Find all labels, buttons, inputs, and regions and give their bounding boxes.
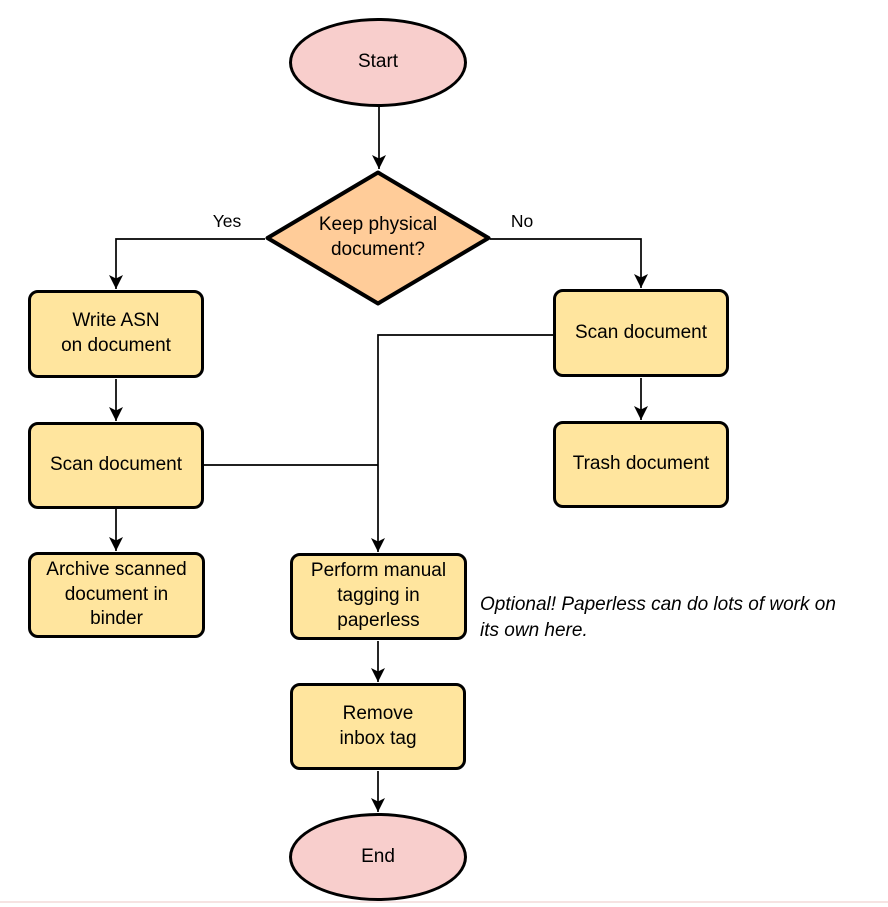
optional-note: Optional! Paperless can do lots of work …	[480, 594, 836, 641]
scan-document-right-node: Scan document	[553, 289, 729, 377]
scan-document-right-label: Scan document	[574, 321, 708, 343]
diamond-shape	[265, 170, 491, 306]
decision-label: Keep physical document?	[318, 214, 438, 260]
scan-document-left-label: Scan document	[49, 454, 183, 476]
remove-inbox-label: Remove inbox tag	[339, 702, 417, 749]
start-label: Start	[357, 51, 399, 73]
edge-decision-writeasn	[109, 238, 265, 289]
edge-label-yes: Yes	[212, 211, 242, 231]
decision-node: Keep physical document?	[265, 170, 491, 306]
write-asn-node: Write ASN on document	[28, 290, 204, 378]
canvas-bottom-line	[0, 901, 888, 903]
archive-label: Archive scanned document in binder	[46, 558, 187, 630]
end-node: End	[289, 813, 467, 901]
trash-label: Trash document	[572, 453, 710, 475]
edge-scanright-tagging	[371, 334, 553, 552]
tagging-node: Perform manual tagging in paperless	[290, 553, 467, 640]
trash-node: Trash document	[553, 421, 729, 508]
write-asn-label: Write ASN on document	[61, 310, 171, 356]
remove-inbox-node: Remove inbox tag	[290, 683, 466, 770]
edge-label-no: No	[510, 211, 534, 231]
archive-node: Archive scanned document in binder	[28, 552, 205, 638]
scan-document-left-node: Scan document	[28, 422, 204, 509]
tagging-label: Perform manual tagging in paperless	[310, 560, 447, 631]
end-label: End	[361, 845, 395, 867]
start-node: Start	[289, 18, 467, 107]
edge-decision-scanright	[490, 238, 648, 288]
